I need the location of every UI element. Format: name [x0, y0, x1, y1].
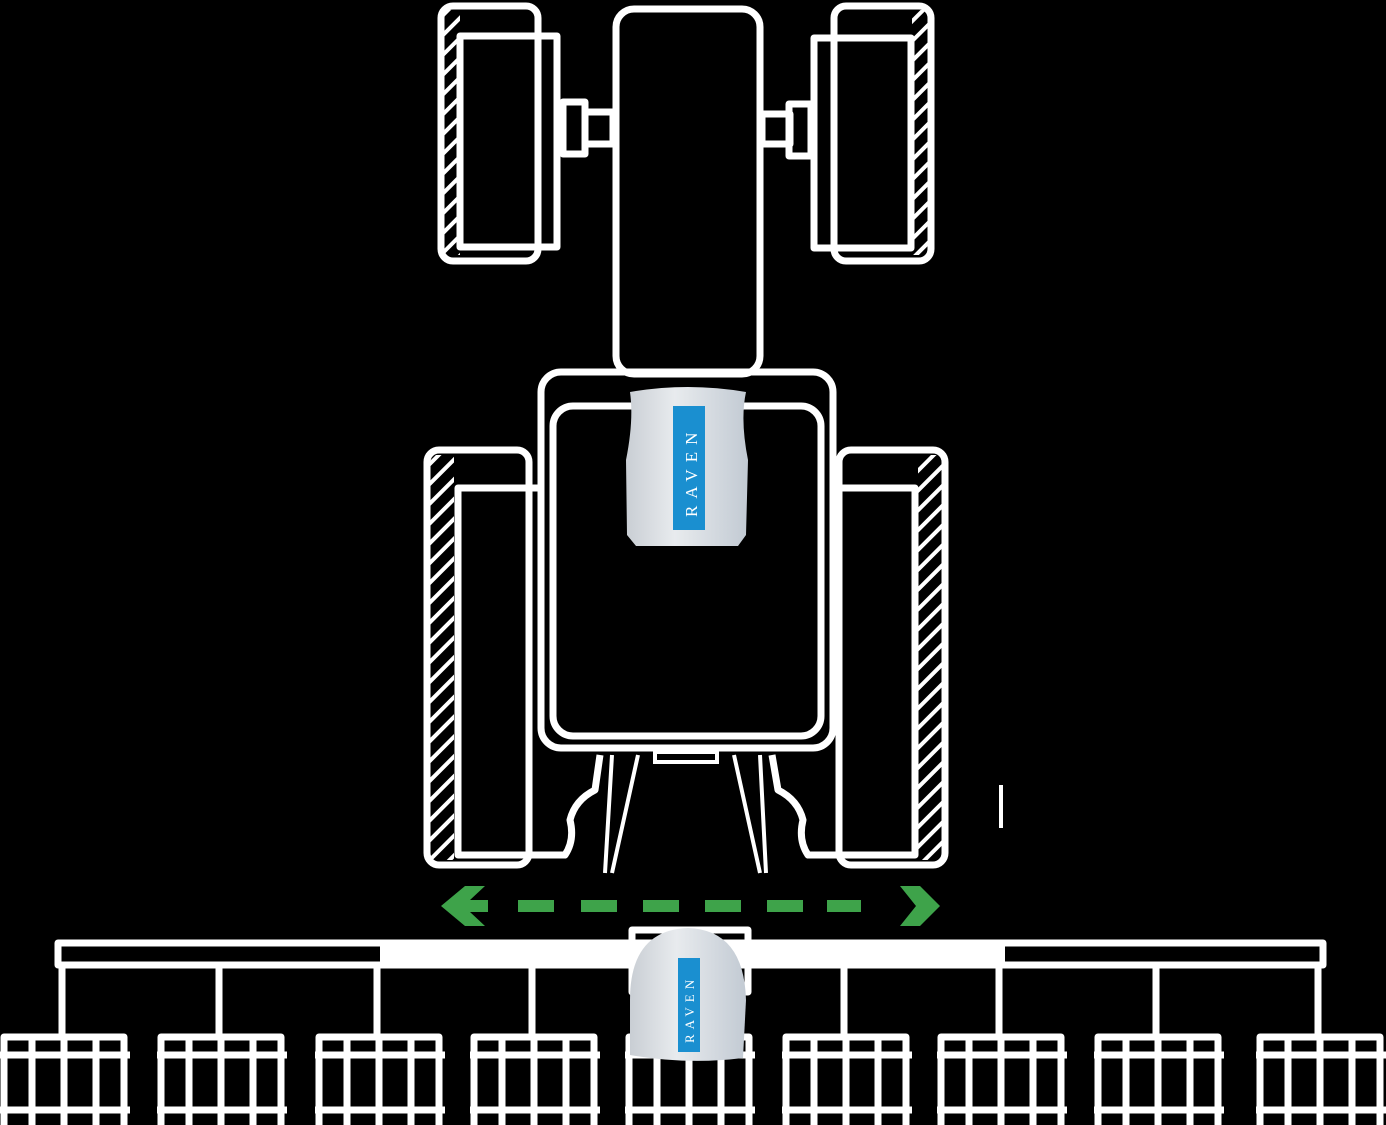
row-unit — [937, 1033, 1067, 1125]
rear-left-wheel — [423, 446, 604, 869]
row-unit — [157, 1033, 287, 1125]
gps-receiver-implement: RAVEN — [630, 928, 746, 1061]
row-unit — [470, 1033, 600, 1125]
svg-text:RAVEN: RAVEN — [682, 975, 697, 1043]
front-left-wheel — [437, 2, 617, 265]
raven-logo — [678, 958, 700, 1052]
front-right-wheel — [758, 2, 935, 265]
row-unit — [315, 1033, 445, 1125]
svg-text:RAVEN: RAVEN — [682, 426, 701, 517]
row-unit — [1094, 1033, 1224, 1125]
row-unit — [1256, 1033, 1386, 1125]
tractor-cab — [537, 368, 837, 752]
rear-right-wheel — [768, 446, 949, 869]
row-unit — [0, 1033, 130, 1125]
tractor-hood — [612, 5, 764, 378]
hitch — [603, 750, 1003, 874]
row-unit — [782, 1033, 912, 1125]
raven-logo — [673, 406, 705, 530]
lateral-movement-arrow-icon — [441, 886, 940, 926]
gps-receiver-cab: RAVEN — [626, 387, 748, 546]
